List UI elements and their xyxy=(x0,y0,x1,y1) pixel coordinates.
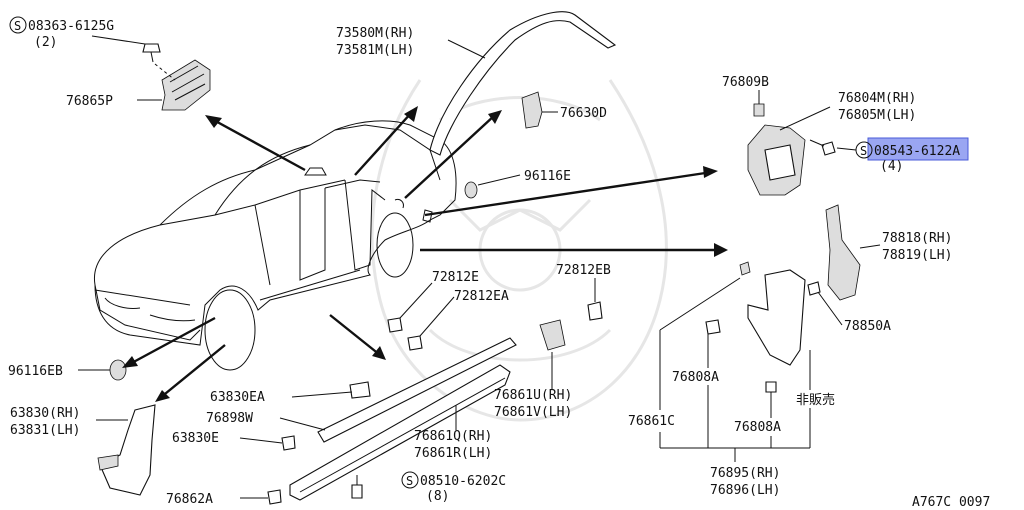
callout-c1q: (2) xyxy=(34,35,57,50)
part-screw-08363 xyxy=(142,43,176,81)
part-76630d xyxy=(521,91,543,129)
callout-c3a: 73580M(RH) xyxy=(336,26,414,41)
callout-c12: 72812EA xyxy=(454,289,509,304)
callout-c16: 76898W xyxy=(206,411,253,426)
part-screw-08543 xyxy=(809,139,857,156)
callout-c11: 72812E xyxy=(432,270,479,285)
part-mudflap-front-63830 xyxy=(97,404,156,496)
part-clips-72812e xyxy=(267,301,603,505)
callout-c14: 96116EB xyxy=(8,364,63,379)
callout-c20a: 76861U(RH) xyxy=(494,388,572,403)
callout-c28: A767C 0097 xyxy=(912,495,990,510)
part-splash-guard-76804m xyxy=(747,124,806,196)
part-mudflap-rear xyxy=(705,261,806,405)
highlight-box xyxy=(867,137,969,161)
callout-c18: 63830E xyxy=(172,431,219,446)
circled-s-symbols: S S S xyxy=(9,16,873,489)
part-clip-96116eb xyxy=(109,359,127,381)
callout-c7b: 76805M(LH) xyxy=(838,108,916,123)
svg-text:S: S xyxy=(406,474,413,488)
callout-c5: 96116E xyxy=(524,169,571,184)
callout-c17b: 63831(LH) xyxy=(10,423,80,438)
callout-c26: 08510-6202C xyxy=(420,474,506,489)
callout-c20b: 76861V(LH) xyxy=(494,405,572,420)
callout-c4: 76630D xyxy=(560,106,607,121)
callout-c3b: 73581M(LH) xyxy=(336,43,414,58)
callout-c22: 非販売 xyxy=(796,392,835,408)
callout-c8: 08543-6122A xyxy=(874,144,960,159)
callout-c24: 76808A xyxy=(734,420,781,435)
part-clip-96116e xyxy=(464,174,521,199)
part-bracket-78818 xyxy=(807,204,861,301)
svg-text:S: S xyxy=(860,144,867,158)
callout-c7a: 76804M(RH) xyxy=(838,91,916,106)
callout-c19a: 76861Q(RH) xyxy=(414,429,492,444)
callout-c10: 78850A xyxy=(844,319,891,334)
callout-c15: 63830EA xyxy=(210,390,265,405)
callout-c26q: (8) xyxy=(426,489,449,504)
callout-c17a: 63830(RH) xyxy=(10,406,80,421)
svg-text:S: S xyxy=(14,19,21,33)
callout-c25a: 76895(RH) xyxy=(710,466,780,481)
part-sill-moulding xyxy=(289,337,517,501)
callout-c23: 76861C xyxy=(628,414,675,429)
callout-c6: 76809B xyxy=(722,75,769,90)
car-body xyxy=(93,120,457,371)
pointer-arrows xyxy=(122,106,728,402)
part-moulding-73580m xyxy=(429,11,617,156)
leader-lines xyxy=(78,35,881,499)
callout-c2: 76865P xyxy=(66,94,113,109)
callout-c8q: (4) xyxy=(880,159,903,174)
part-bracket-76865p xyxy=(161,59,211,111)
callout-c25b: 76896(LH) xyxy=(710,483,780,498)
callout-c9a: 78818(RH) xyxy=(882,231,952,246)
callout-c13: 72812EB xyxy=(556,263,611,278)
callout-c9b: 78819(LH) xyxy=(882,248,952,263)
callout-c19b: 76861R(LH) xyxy=(414,446,492,461)
part-labels: 08363-6125G (2) 76865P 73580M(RH) 73581M… xyxy=(8,19,990,510)
callout-c21: 76808A xyxy=(672,370,719,385)
part-nut-76809b xyxy=(753,103,765,117)
callout-c27: 76862A xyxy=(166,492,213,507)
callout-c1: 08363-6125G xyxy=(28,19,114,34)
